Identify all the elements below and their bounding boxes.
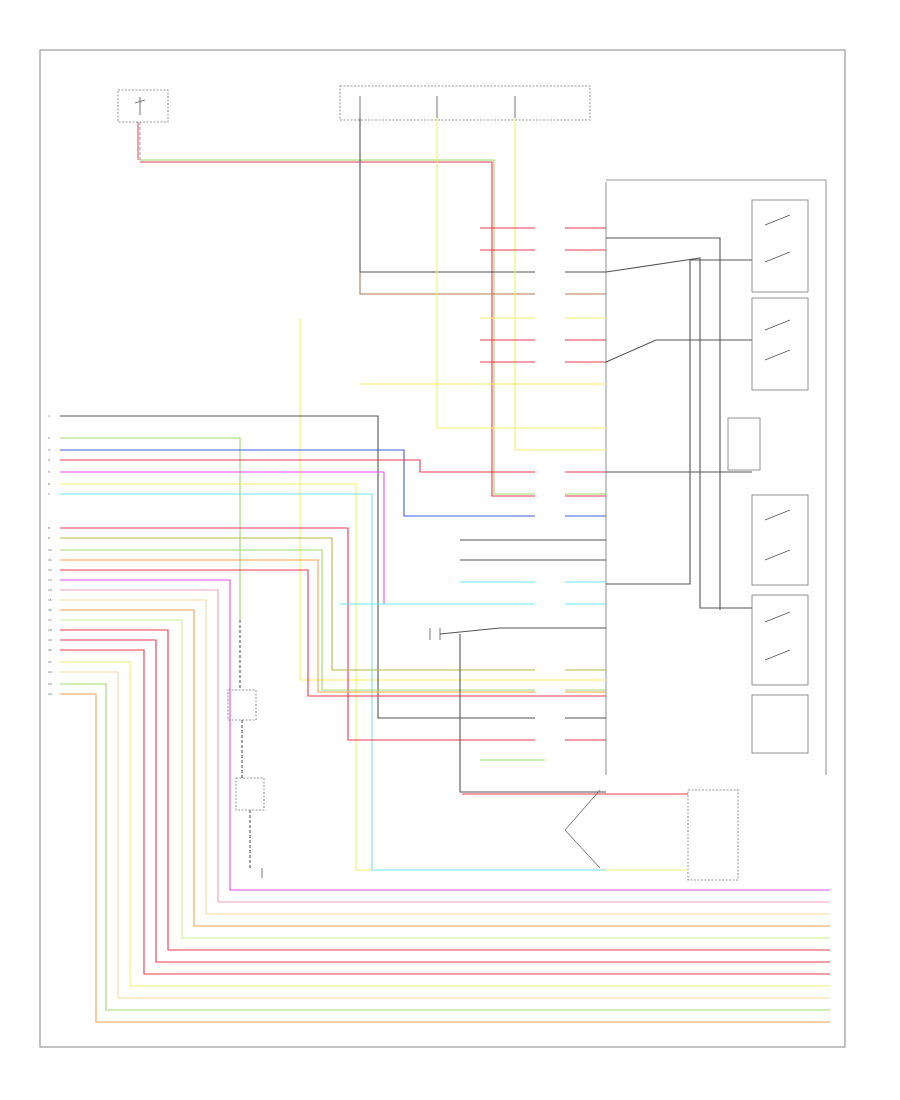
wire-left-22 [60, 671, 830, 999]
ignition-coil [429, 628, 441, 640]
wire-left-6 [60, 483, 688, 871]
left-connector-pin: 3 [48, 448, 50, 452]
wire-fuse-a [359, 118, 606, 273]
diagram-frame [39, 49, 846, 1048]
wire-left-9 [60, 537, 606, 671]
fuel-pump [235, 777, 265, 811]
wire-left-2 [60, 437, 241, 620]
dlc [687, 789, 739, 881]
wire-left-1 [60, 415, 606, 719]
left-connector-pin: 13 [48, 578, 52, 582]
wire-left-8 [60, 527, 606, 741]
left-connector-pin: 19 [48, 638, 52, 642]
wire-relay-feed-red [140, 161, 606, 497]
wire-left-4 [60, 459, 606, 473]
wire-left-23 [60, 683, 830, 1011]
wire-left-20 [60, 649, 830, 975]
relay-box-2 [751, 297, 809, 391]
wire-left-21 [60, 661, 830, 987]
left-connector-pin: 14 [48, 588, 52, 592]
ecm-block [605, 179, 827, 775]
fuse-box [339, 85, 591, 121]
wire-fuse-a2 [359, 272, 606, 295]
wire-left-3 [60, 449, 606, 517]
wire-relay-r3 [605, 339, 752, 363]
wire-tags [535, 225, 565, 743]
wire-fuse-c [514, 118, 606, 451]
oxygen-sensor [227, 689, 257, 721]
left-connector-pin: 5 [48, 470, 50, 474]
relay-box-1 [751, 199, 809, 293]
left-connector-pin: 23 [48, 682, 52, 686]
left-connector-pin: 24 [48, 692, 52, 696]
left-connector-pin: 9 [48, 536, 50, 540]
egr-relay [751, 494, 809, 586]
mil-relay [751, 594, 809, 686]
wire-left-18 [60, 629, 830, 951]
left-connector-pin: 4 [48, 458, 50, 462]
left-connector-pin: 22 [48, 670, 52, 674]
wire-relay-r1 [606, 237, 721, 610]
left-connector-pin: 10 [48, 548, 52, 552]
left-connector-pin: 7 [48, 492, 50, 496]
left-connector-pin: 8 [48, 526, 50, 530]
wire-coil [439, 627, 606, 635]
wire-left-12 [60, 569, 606, 697]
left-connector-pin: 1 [48, 414, 50, 418]
wire-relay-r2 [605, 257, 752, 609]
left-connector-pin: 16 [48, 608, 52, 612]
left-connector-pin: 17 [48, 618, 52, 622]
left-connector-pin: 2 [48, 436, 50, 440]
left-connector-pin: 11 [48, 558, 52, 562]
wire-relay-r5 [606, 259, 752, 585]
wire-left-10 [60, 549, 606, 691]
wire-coil-b [459, 634, 606, 793]
wire-ecm-6 [299, 318, 606, 681]
wire-left-7 [60, 493, 606, 871]
wire-group [60, 118, 830, 1023]
wire-left-13 [60, 579, 830, 891]
wire-left-15 [60, 599, 830, 915]
left-connector-pin: 15 [48, 598, 52, 602]
wire-left-19 [60, 639, 830, 963]
wire-left-24 [60, 693, 830, 1023]
left-connector-pin: 21 [48, 660, 52, 664]
top-left-component [117, 89, 169, 160]
left-connector-pin: 20 [48, 648, 52, 652]
wire-left-14 [60, 589, 830, 903]
distributor [564, 789, 601, 869]
left-connector-pin: 18 [48, 628, 52, 632]
wire-fuse-b [436, 118, 606, 429]
wire-left-17 [60, 619, 830, 939]
wire-relay-feed [140, 159, 606, 495]
wire-left-16 [60, 609, 830, 927]
left-connector-pin: 12 [48, 568, 52, 572]
wire-left-11 [60, 559, 606, 693]
fuel-pump-relay [727, 417, 761, 471]
a-c-relay [751, 694, 809, 754]
left-connector-pin: 6 [48, 482, 50, 486]
